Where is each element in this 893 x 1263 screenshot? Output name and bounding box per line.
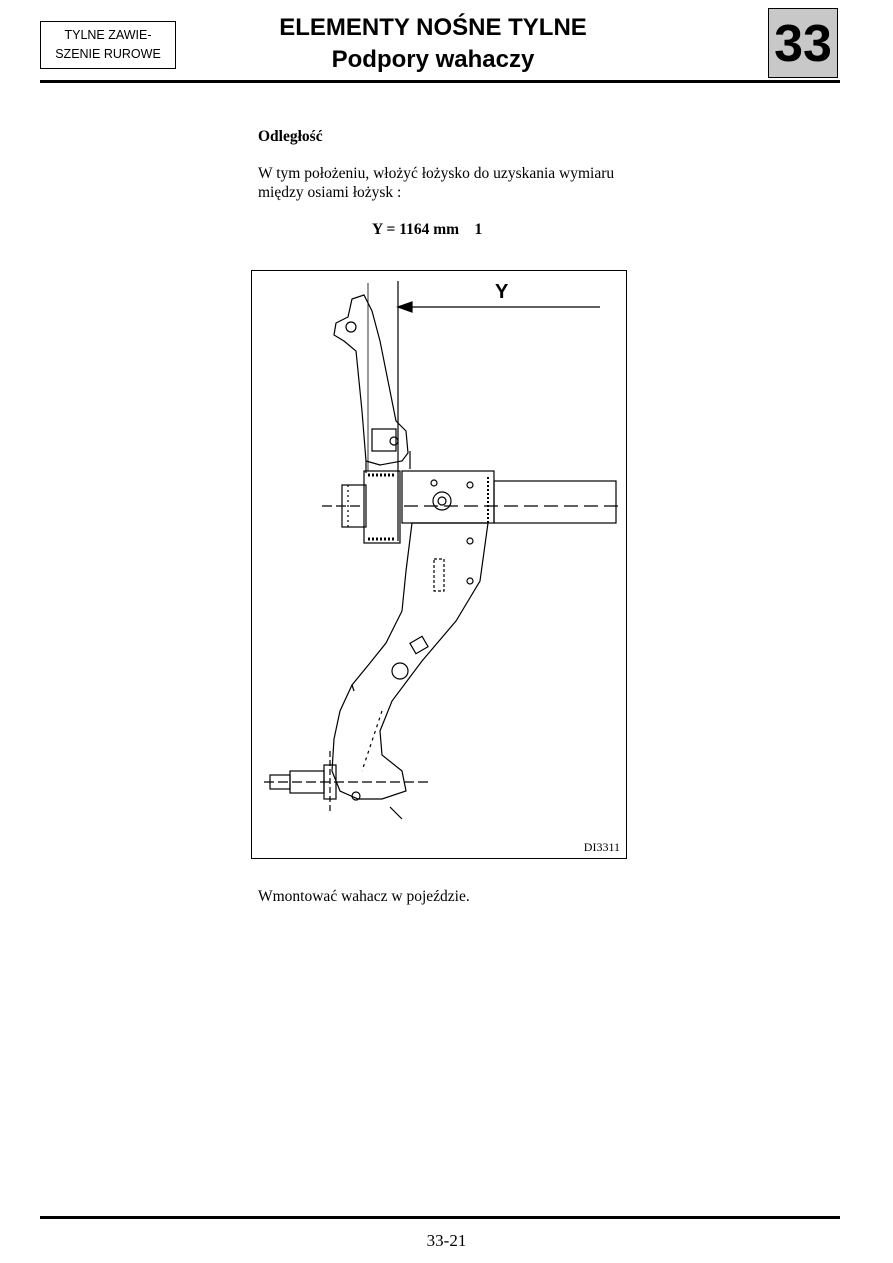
- page-number: 33-21: [426, 1231, 467, 1250]
- section-label-line-1: TYLNE ZAWIE-: [64, 28, 152, 42]
- suspension-arm-drawing: [264, 281, 620, 820]
- footer-divider: [40, 1216, 840, 1219]
- section-label-line-2: SZENIE RUROWE: [55, 47, 161, 61]
- page-title-block: ELEMENTY NOŚNE TYLNE Podpory wahaczy: [180, 12, 686, 76]
- dimension-formula: Y = 1164 mm 1: [372, 221, 483, 238]
- dimension-label-y: Y: [495, 281, 509, 303]
- page-subtitle: Podpory wahaczy: [331, 46, 535, 73]
- header-divider: [40, 80, 840, 83]
- install-instruction: Wmontować wahacz w pojeździe.: [258, 888, 470, 905]
- chapter-number-badge: 33: [768, 8, 838, 78]
- instruction-paragraph: W tym położeniu, włożyć łożysko do uzysk…: [258, 165, 615, 201]
- section-heading: Odległość: [258, 128, 323, 145]
- technical-drawing: Y DI3311: [251, 270, 627, 859]
- section-label-box: TYLNE ZAWIE- SZENIE RUROWE: [40, 21, 176, 69]
- page-title: ELEMENTY NOŚNE TYLNE: [279, 14, 587, 41]
- figure-reference: DI3311: [583, 840, 620, 854]
